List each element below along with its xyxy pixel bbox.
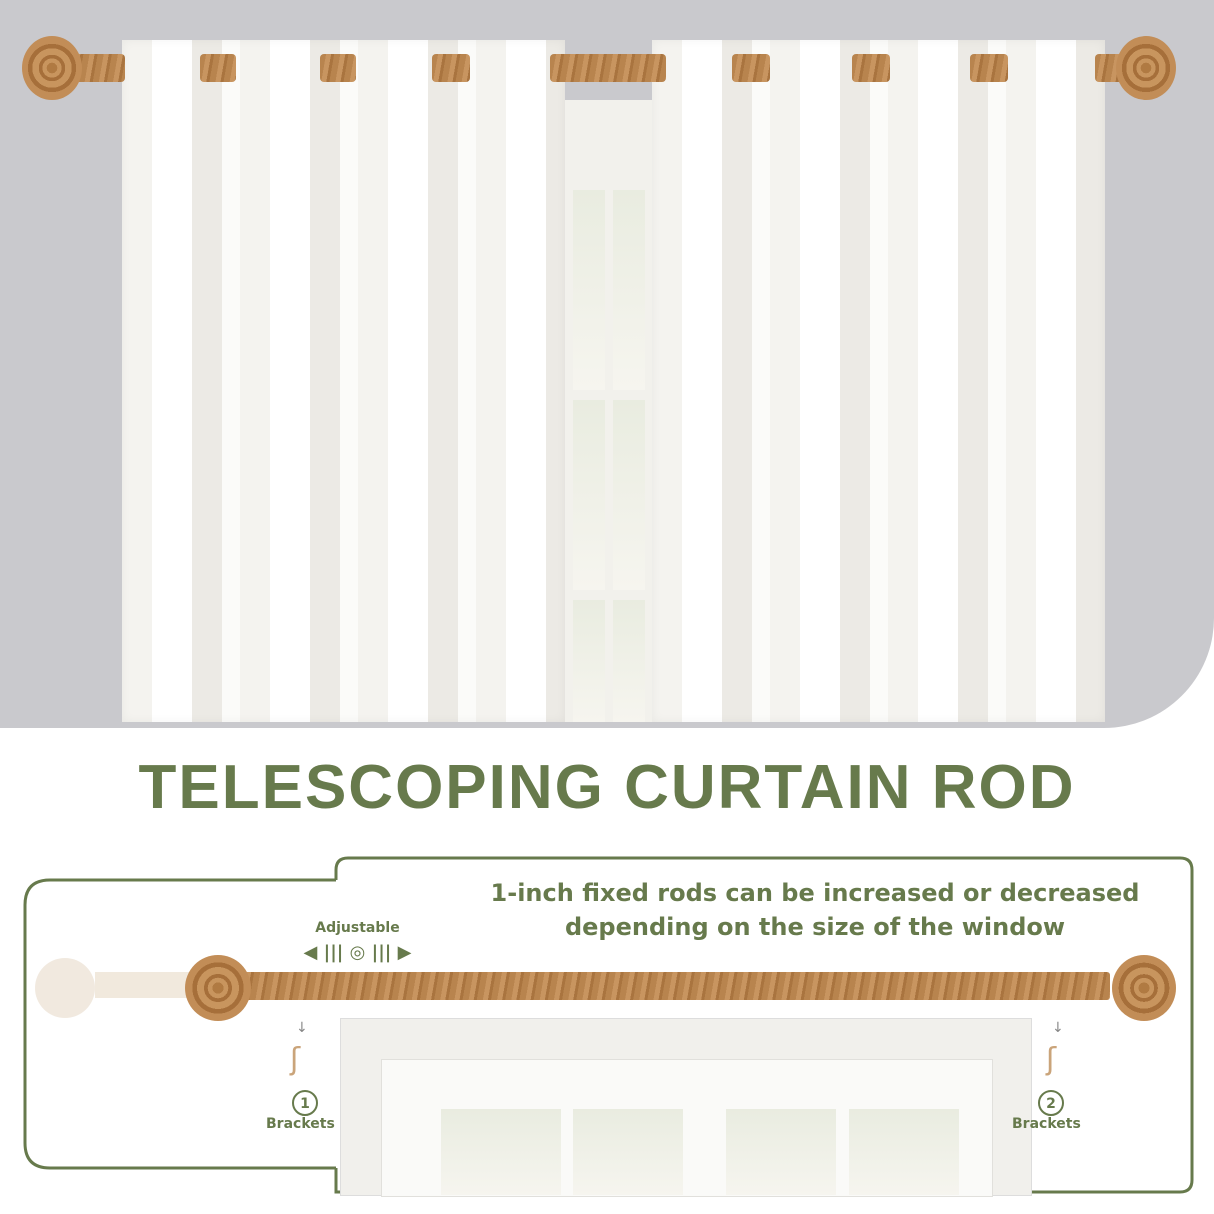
rod-segment: [432, 54, 470, 82]
right-curtain-panel: [652, 40, 1105, 722]
bracket-1-number: 1: [292, 1090, 318, 1116]
window: [565, 100, 652, 722]
down-arrow-icon: ↓: [1052, 1020, 1064, 1036]
rod-segment: [852, 54, 890, 82]
description-line-2: depending on the size of the window: [564, 913, 1066, 941]
down-arrow-icon: ↓: [296, 1020, 308, 1036]
adjustable-label: Adjustable: [315, 920, 400, 936]
window-frame: [340, 1018, 1032, 1197]
ghost-finial: [35, 958, 95, 1018]
page-title: TELESCOPING CURTAIN ROD: [138, 753, 1076, 822]
bracket-2-number: 2: [1038, 1090, 1064, 1116]
telescoping-rod: [240, 972, 1110, 1000]
description: 1-inch fixed rods can be increased or de…: [450, 876, 1180, 944]
rod-finial-left: [185, 955, 251, 1021]
description-line-1: 1-inch fixed rods can be increased or de…: [490, 879, 1140, 907]
bracket-icon: ʃ: [1046, 1042, 1057, 1077]
left-curtain-panel: [122, 40, 565, 722]
bracket-2-label: Brackets: [1012, 1116, 1081, 1132]
rod-segment: [550, 54, 666, 82]
rod-segment: [732, 54, 770, 82]
rod-segment: [200, 54, 236, 82]
rod-finial-right: [1112, 955, 1176, 1021]
ghost-rod: [95, 972, 195, 998]
bracket-icon: ʃ: [290, 1042, 301, 1077]
rod-segment: [320, 54, 356, 82]
rod-finial-left: [22, 36, 82, 100]
rod-segment: [970, 54, 1008, 82]
bracket-1-label: Brackets: [266, 1116, 335, 1132]
adjust-arrows-icon: ◀ ||| ◎ ||| ▶: [303, 942, 412, 963]
rod-finial-right: [1116, 36, 1176, 100]
